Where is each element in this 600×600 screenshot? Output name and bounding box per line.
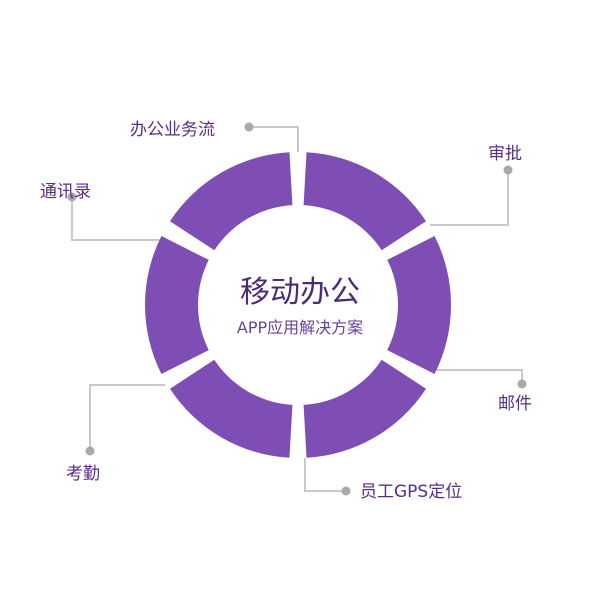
segment-attendance <box>303 359 427 458</box>
label-gps-location: 员工GPS定位 <box>360 482 463 502</box>
connector-approval <box>430 170 509 226</box>
label-office-workflow: 办公业务流 <box>130 120 215 140</box>
dot-contacts <box>67 192 77 202</box>
dot-email <box>517 379 527 389</box>
segment-approval <box>169 152 293 251</box>
center-title: 移动办公 <box>240 275 360 310</box>
connector-contacts <box>71 197 165 241</box>
dot-office-workflow <box>244 122 254 132</box>
connector-gps-location <box>304 458 346 492</box>
connector-attendance <box>89 384 165 451</box>
connector-office-workflow <box>249 126 299 152</box>
connector-email <box>430 369 523 384</box>
segment-contacts <box>169 359 293 458</box>
dot-gps-location <box>341 486 351 496</box>
label-approval: 审批 <box>488 144 522 164</box>
label-attendance: 考勤 <box>66 464 100 484</box>
dot-attendance <box>85 446 95 456</box>
segment-email <box>303 152 427 251</box>
label-email: 邮件 <box>498 394 532 414</box>
center-subtitle: APP应用解决方案 <box>236 318 364 337</box>
segment-office-workflow <box>145 236 209 374</box>
dot-approval <box>503 165 513 175</box>
segment-gps-location <box>387 236 452 374</box>
label-contacts: 通讯录 <box>40 182 91 202</box>
